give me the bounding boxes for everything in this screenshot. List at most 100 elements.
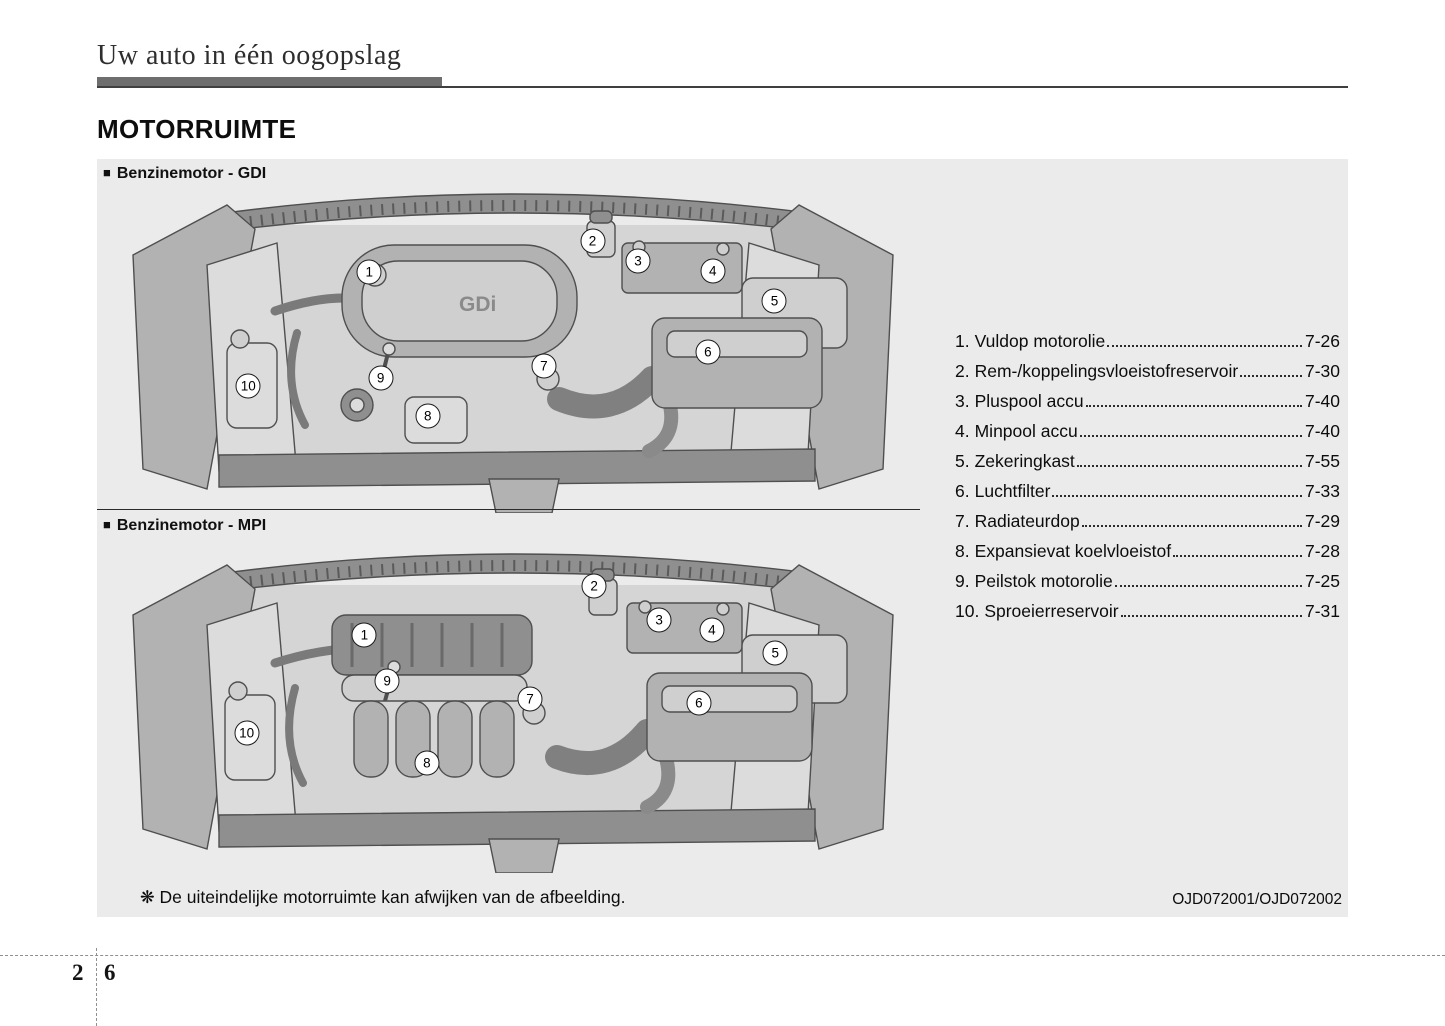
legend-number: 8. <box>955 541 970 561</box>
legend-page-ref: 7-33 <box>1304 481 1340 501</box>
legend-number: 9. <box>955 571 970 591</box>
callout-number: 5 <box>770 293 779 309</box>
legend-page-ref: 7-31 <box>1304 601 1340 621</box>
callout-number: 1 <box>365 264 374 280</box>
callout-number: 7 <box>540 358 548 374</box>
callout-5: 5 <box>762 640 788 666</box>
legend-item: 10.Sproeierreservoir 7-31 <box>955 601 1340 631</box>
legend-number: 4. <box>955 421 970 441</box>
page-number: 6 <box>104 960 116 985</box>
engine-bay-drawing-mpi <box>132 553 894 873</box>
dot-leader <box>1052 495 1302 497</box>
dot-leader <box>1173 555 1302 557</box>
callout-7: 7 <box>517 686 543 712</box>
square-bullet-icon: ■ <box>103 517 111 532</box>
section-title: MOTORRUIMTE <box>97 114 297 144</box>
callout-number: 8 <box>423 755 431 771</box>
callout-9: 9 <box>374 668 400 694</box>
crop-mark-horizontal <box>0 955 1445 956</box>
callout-number: 9 <box>376 370 385 386</box>
legend-label: Minpool accu <box>974 421 1078 441</box>
callout-number: 3 <box>634 253 642 269</box>
legend-number: 1. <box>955 331 970 351</box>
dot-leader <box>1240 375 1302 377</box>
header-accent-bar <box>97 77 442 86</box>
callout-number: 6 <box>704 344 712 360</box>
legend-number: 2. <box>955 361 970 381</box>
dot-leader <box>1085 405 1302 407</box>
legend-page-ref: 7-25 <box>1304 571 1340 591</box>
callout-number: 10 <box>239 725 255 741</box>
legend-label: Pluspool accu <box>974 391 1084 411</box>
legend-item: 4.Minpool accu 7-40 <box>955 421 1340 451</box>
panel-label-mpi-text: Benzinemotor - MPI <box>116 517 267 534</box>
callout-number: 10 <box>240 378 256 394</box>
figure-image-code: OJD072001/OJD072002 <box>1172 891 1342 908</box>
engine-bay-drawing-gdi: GDi <box>132 193 894 513</box>
legend-label: Vuldop motorolie <box>974 331 1106 351</box>
dot-leader <box>1076 465 1302 467</box>
legend-page-ref: 7-55 <box>1304 451 1340 471</box>
crop-mark-vertical <box>96 948 97 1026</box>
dot-leader <box>1081 525 1302 527</box>
legend-item: 5.Zekeringkast 7-55 <box>955 451 1340 481</box>
dot-leader <box>1079 435 1302 437</box>
legend-page-ref: 7-28 <box>1304 541 1340 561</box>
callout-1: 1 <box>351 622 377 648</box>
engine-illustration-gdi: GDi <box>107 183 919 513</box>
callout-number: 7 <box>526 691 534 707</box>
callout-number: 3 <box>655 612 663 628</box>
legend-page-ref: 7-40 <box>1304 391 1340 411</box>
callout-4: 4 <box>699 617 725 643</box>
panel-label-mpi: ■ Benzinemotor - MPI <box>103 517 266 535</box>
legend-number: 6. <box>955 481 970 501</box>
dot-leader <box>1114 585 1302 587</box>
callout-1: 1 <box>356 259 382 285</box>
callout-3: 3 <box>625 248 651 274</box>
legend-label: Radiateurdop <box>974 511 1080 531</box>
callout-number: 6 <box>695 695 703 711</box>
legend-label: Sproeierreservoir <box>984 601 1119 621</box>
legend-number: 7. <box>955 511 970 531</box>
callout-4: 4 <box>700 258 726 284</box>
callout-2: 2 <box>581 573 607 599</box>
callout-9: 9 <box>368 365 394 391</box>
legend-item: 8.Expansievat koelvloeistof 7-28 <box>955 541 1340 571</box>
callout-10: 10 <box>234 720 260 746</box>
legend-label: Expansievat koelvloeistof <box>974 541 1172 561</box>
legend-item: 1.Vuldop motorolie 7-26 <box>955 331 1340 361</box>
legend-list: 1.Vuldop motorolie 7-26 2.Rem-/koppelings… <box>955 331 1340 631</box>
callout-number: 2 <box>590 578 598 594</box>
engine-cover-text: GDi <box>459 293 496 316</box>
legend-label: Zekeringkast <box>974 451 1075 471</box>
dot-leader <box>1120 615 1302 617</box>
callout-6: 6 <box>695 339 721 365</box>
legend-number: 10. <box>955 601 980 621</box>
legend-number: 5. <box>955 451 970 471</box>
panel-divider <box>97 509 920 510</box>
legend-page-ref: 7-40 <box>1304 421 1340 441</box>
callout-number: 4 <box>708 622 716 638</box>
figure-footnote: ❋ De uiteindelijke motorruimte kan afwij… <box>140 887 626 907</box>
chapter-number: 2 <box>72 960 84 985</box>
callout-number: 9 <box>383 673 391 689</box>
header-rule <box>97 76 1348 88</box>
callout-number: 5 <box>771 645 780 661</box>
panel-label-gdi: ■Benzinemotor - GDI <box>103 165 266 183</box>
callout-8: 8 <box>415 403 441 429</box>
legend-page-ref: 7-26 <box>1304 331 1340 351</box>
dot-leader <box>1107 345 1302 347</box>
callout-10: 10 <box>235 373 261 399</box>
legend-page-ref: 7-30 <box>1304 361 1340 381</box>
page-content: Uw auto in één oogopslag MOTORRUIMTE ■Be… <box>97 0 1348 917</box>
square-bullet-icon: ■ <box>103 165 111 180</box>
engine-illustration-mpi: 1 2 3 4 5 6 7 8 9 10 <box>107 543 919 873</box>
callout-2: 2 <box>580 228 606 254</box>
callout-5: 5 <box>761 288 787 314</box>
callout-number: 4 <box>708 263 717 279</box>
